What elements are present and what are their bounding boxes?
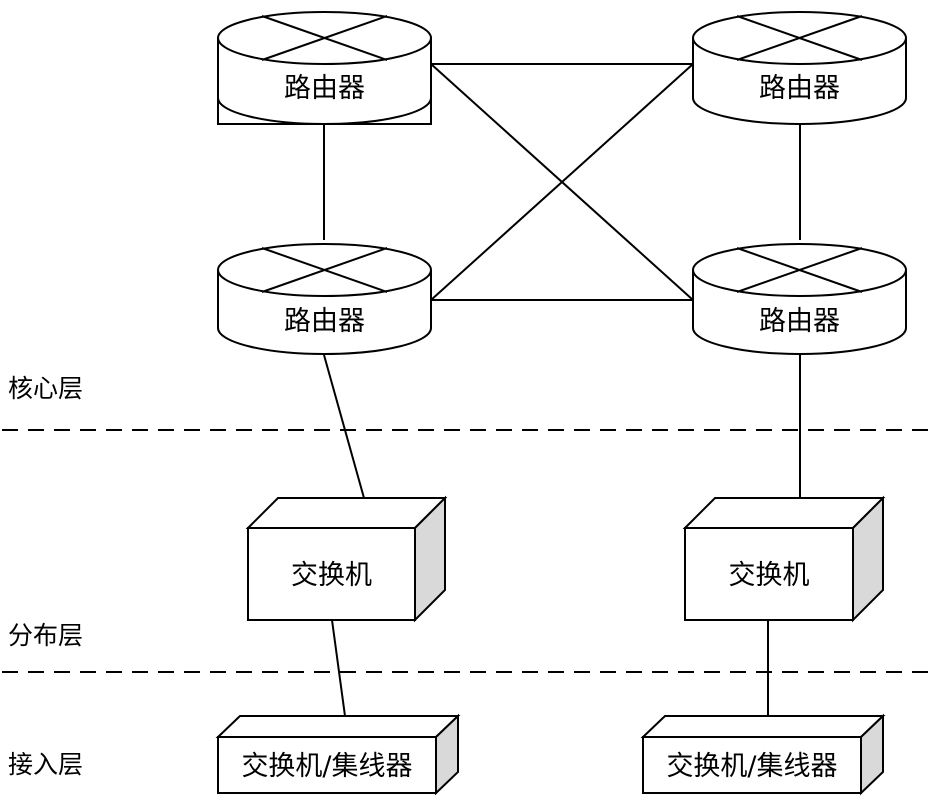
hub-icon (215, 713, 461, 796)
router-icon (692, 243, 907, 355)
link-router-bl-switch-left (323, 354, 365, 499)
router-icon (217, 11, 432, 125)
link-switch-left-access-left (331, 619, 346, 717)
router-icon (692, 11, 907, 125)
access-label: 交换机/集线器 (241, 751, 412, 782)
router-icon (217, 243, 432, 355)
core-layer-label: 核心层 (8, 374, 83, 403)
distribution-layer-label: 分布层 (8, 621, 83, 650)
switch-label: 交换机 (291, 560, 372, 591)
router-label: 路由器 (759, 306, 840, 337)
router-label: 路由器 (284, 306, 365, 337)
access-label: 交换机/集线器 (666, 751, 837, 782)
access-left: 交换机/集线器 (215, 713, 461, 796)
router-label: 路由器 (284, 73, 365, 104)
hub-icon (640, 713, 886, 796)
router-top-right: 路由器 (692, 11, 907, 125)
router-top-left: 路由器 (217, 11, 432, 125)
router-label: 路由器 (759, 73, 840, 104)
switch-label: 交换机 (729, 560, 810, 591)
router-bottom-right: 路由器 (692, 243, 907, 355)
access-right: 交换机/集线器 (640, 713, 886, 796)
switch-icon (682, 495, 886, 623)
link-router-tr-router-bl (430, 63, 694, 301)
connections (323, 63, 801, 717)
access-layer-label: 接入层 (8, 750, 83, 779)
switch-right: 交换机 (682, 495, 886, 623)
router-bottom-left: 路由器 (217, 243, 432, 355)
switch-left: 交换机 (245, 495, 448, 623)
switch-icon (245, 495, 448, 623)
